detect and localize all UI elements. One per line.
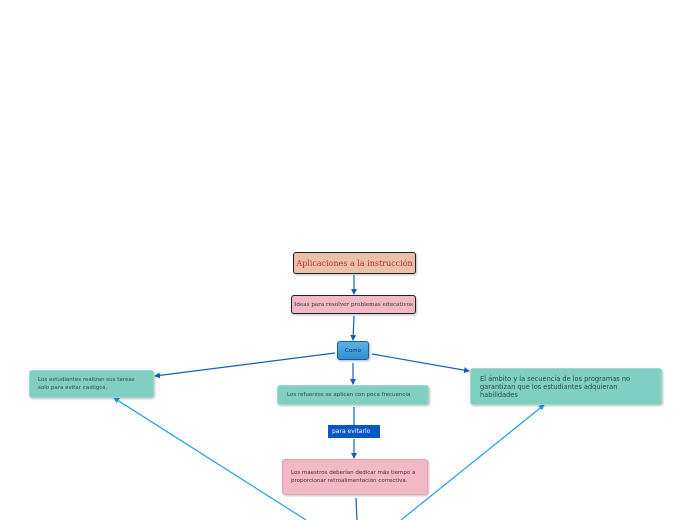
- arrow-bottom-down: [355, 497, 358, 520]
- ideas-node[interactable]: Ideas para resolver problemas educativos: [291, 295, 416, 314]
- bottom-node[interactable]: Los maestros deberían dedicar más tiempo…: [282, 459, 428, 495]
- bottom-node-text: Los maestros deberían dedicar más tiempo…: [291, 469, 416, 485]
- left-node-text: Los estudiantes realizan sus tareas solo…: [38, 377, 135, 391]
- left-node[interactable]: Los estudiantes realizan sus tareas solo…: [29, 370, 154, 398]
- ideas-text: Ideas para resolver problemas educativos: [294, 301, 413, 308]
- arrow-como-to-left: [154, 352, 336, 379]
- arrow-como-to-right: [371, 353, 470, 374]
- link-label-text: para evitarlo: [332, 428, 371, 435]
- middle-node-text: Los refuerzos se aplican con poca frecue…: [287, 392, 411, 398]
- arrow-lower-to-left: [113, 397, 307, 520]
- middle-node[interactable]: Los refuerzos se aplican con poca frecue…: [277, 385, 429, 405]
- arrow-ideas-to-como: [350, 315, 357, 341]
- title-node[interactable]: Aplicaciones a la instrucción: [293, 252, 416, 274]
- como-text: Como: [345, 347, 361, 354]
- arrow-lower-to-right: [400, 404, 545, 520]
- title-text: Aplicaciones a la instrucción: [296, 258, 413, 268]
- right-node-text: El ámbito y la secuencia de los programa…: [480, 374, 631, 399]
- como-node[interactable]: Como: [337, 341, 369, 360]
- link-label[interactable]: para evitarlo: [328, 425, 380, 438]
- right-node[interactable]: El ámbito y la secuencia de los programa…: [470, 368, 662, 405]
